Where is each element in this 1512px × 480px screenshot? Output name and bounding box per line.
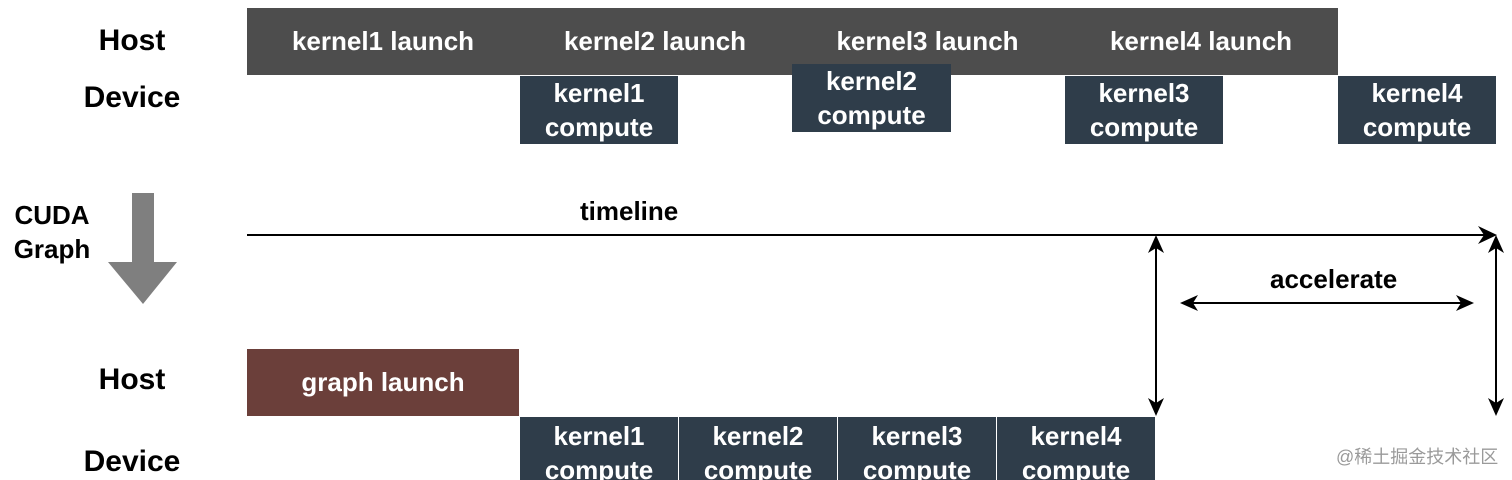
timeline-label: timeline [580,196,679,226]
top-kernel1-compute: kernel1 compute [520,76,678,144]
kernel3-launch: kernel3 launch [836,26,1019,56]
accelerate-label: accelerate [1270,264,1398,294]
watermark: @稀土掘金技术社区 [1336,447,1499,467]
down-arrow-icon [108,193,177,304]
kernel1-launch: kernel1 launch [291,26,475,56]
kernel4-launch: kernel4 launch [1109,26,1293,56]
kernel2-launch: kernel2 launch [563,26,747,56]
graph-launch: graph launch [247,349,519,416]
top-device-label: Device [83,81,181,114]
top-kernel4-compute: kernel4 compute [1338,76,1496,144]
cuda-graph-label: CUDA Graph [13,200,91,264]
bottom-kernel2-compute: kernel2 compute [679,417,837,480]
top-kernel2-compute: kernel2 compute [792,64,951,132]
bottom-host-label: Host [98,363,166,396]
timeline-arrowhead [1478,226,1497,244]
bottom-kernel3-compute: kernel3 compute [838,417,996,480]
top-host-launch-bar [247,8,1338,75]
top-kernel3-compute: kernel3 compute [1065,76,1223,144]
bottom-device-label: Device [83,445,181,478]
bottom-kernel4-compute: kernel4 compute [997,417,1155,480]
top-host-label: Host [98,24,166,57]
bottom-kernel1-compute: kernel1 compute [520,417,678,480]
